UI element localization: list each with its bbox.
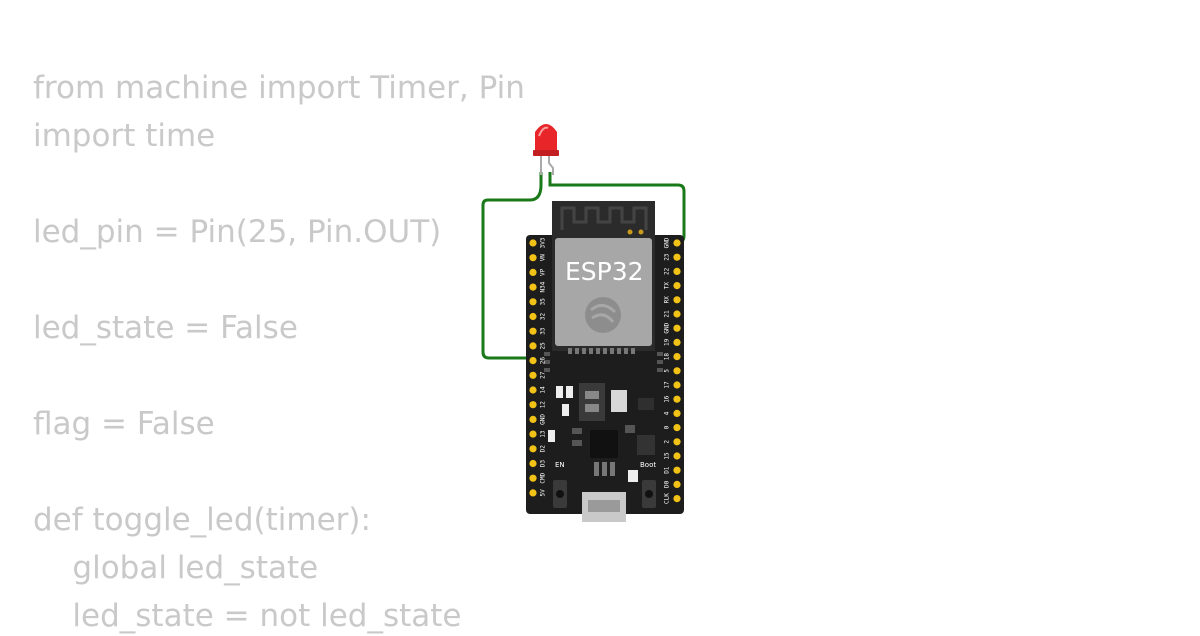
pin-label: 13: [540, 430, 547, 438]
code-line-12: led_state = not led_state: [33, 598, 462, 634]
pin-label: GND: [664, 237, 671, 248]
header-pin-0[interactable]: [673, 424, 681, 432]
pin-label: D3: [540, 460, 547, 468]
esp32-chip-label: ESP32: [565, 257, 644, 286]
header-pin-32[interactable]: [529, 312, 537, 321]
header-pin-clk[interactable]: [673, 495, 681, 503]
code-line-6: led_state = False: [33, 310, 298, 346]
header-pin-33[interactable]: [529, 327, 537, 335]
header-pin-27[interactable]: [529, 371, 537, 379]
pin-label: 33: [540, 327, 547, 335]
header-pin-5[interactable]: [673, 367, 681, 375]
pin-label: CLK: [664, 493, 671, 504]
pin-label: VN: [540, 254, 547, 262]
pin-label: CMD: [540, 472, 547, 483]
pin-label: 21: [664, 310, 671, 318]
header-pin-26[interactable]: [529, 357, 537, 365]
pin-label: N34: [540, 281, 547, 292]
header-pin-18[interactable]: [673, 353, 681, 361]
pin-label: 4: [664, 411, 671, 415]
header-pin-gnd[interactable]: [529, 415, 537, 423]
header-pin-14[interactable]: [529, 386, 537, 394]
header-pin-vn[interactable]: [529, 254, 537, 262]
header-pin-17[interactable]: [673, 381, 681, 389]
pin-label: 0: [664, 425, 671, 429]
en-button-label: EN: [555, 461, 565, 469]
pin-label: 17: [664, 381, 671, 389]
code-line-1: from machine import Timer, Pin: [33, 70, 525, 106]
pin-label: 35: [540, 298, 547, 306]
wire-led-to-pin25[interactable]: [481, 172, 543, 360]
header-pin-12[interactable]: [529, 401, 537, 409]
pin-label: 14: [540, 386, 547, 394]
header-pin-d3[interactable]: [529, 459, 537, 468]
code-line-2: import time: [33, 118, 216, 154]
code-editor-background: from machine import Timer, Pin import ti…: [33, 66, 553, 636]
pin-label: D0: [664, 480, 671, 488]
pin-label: D2: [540, 445, 547, 453]
pin-label: GND: [540, 414, 547, 425]
pin-label: 5V: [540, 489, 547, 497]
header-pin-rx[interactable]: [673, 296, 681, 304]
esp32-devkit-board[interactable]: ESP32 EN Boot: [526, 201, 684, 522]
pin-label: 3V3: [540, 237, 547, 248]
pin-label: 16: [664, 395, 671, 403]
code-line-8: flag = False: [33, 406, 215, 442]
header-pin-2[interactable]: [673, 438, 681, 446]
header-pin-gnd[interactable]: [673, 239, 681, 247]
pin-label: GND: [664, 322, 671, 333]
header-pin-19[interactable]: [673, 338, 681, 346]
header-pin-d0[interactable]: [673, 480, 681, 488]
header-pin-vp[interactable]: [529, 268, 537, 276]
pin-label: 27: [540, 371, 547, 379]
pin-label: 25: [540, 342, 547, 350]
pin-label: 19: [664, 338, 671, 346]
header-pin-35[interactable]: [529, 298, 537, 306]
code-line-11: global led_state: [33, 550, 319, 586]
pin-label: 18: [664, 353, 671, 361]
header-pin-tx[interactable]: [673, 282, 681, 290]
header-pin-cmd[interactable]: [529, 474, 537, 482]
pin-label: TX: [664, 282, 671, 290]
pin-label: 32: [540, 313, 547, 321]
header-pin-13[interactable]: [529, 430, 537, 438]
header-pin-3v3[interactable]: [529, 239, 537, 247]
header-pin-15[interactable]: [673, 452, 681, 460]
code-line-10: def toggle_led(timer):: [33, 502, 371, 538]
header-pin-22[interactable]: [673, 267, 681, 275]
pin-label: 2: [664, 440, 671, 444]
pin-label: RX: [664, 296, 671, 304]
header-pin-21[interactable]: [673, 310, 681, 318]
code-line-4: led_pin = Pin(25, Pin.OUT): [33, 214, 442, 250]
pin-label: 26: [540, 357, 547, 365]
header-pin-n34[interactable]: [529, 283, 537, 291]
header-pin-d2[interactable]: [529, 445, 537, 453]
pin-label: D1: [664, 466, 671, 474]
pin-label: 15: [664, 452, 671, 460]
header-pin-23[interactable]: [673, 253, 681, 261]
pin-label: VP: [540, 268, 547, 276]
pin-label: 12: [540, 401, 547, 409]
pin-label: 23: [664, 253, 671, 261]
pin-label: 5: [664, 369, 671, 373]
header-pin-16[interactable]: [673, 395, 681, 403]
header-pin-25[interactable]: [529, 342, 537, 350]
pin-label: 22: [664, 267, 671, 275]
header-pin-gnd[interactable]: [673, 324, 681, 332]
red-led[interactable]: [533, 124, 559, 175]
header-pin-5v[interactable]: [529, 489, 537, 497]
boot-button-label: Boot: [640, 461, 656, 469]
header-pin-d1[interactable]: [673, 466, 681, 474]
header-pin-4[interactable]: [673, 409, 681, 417]
